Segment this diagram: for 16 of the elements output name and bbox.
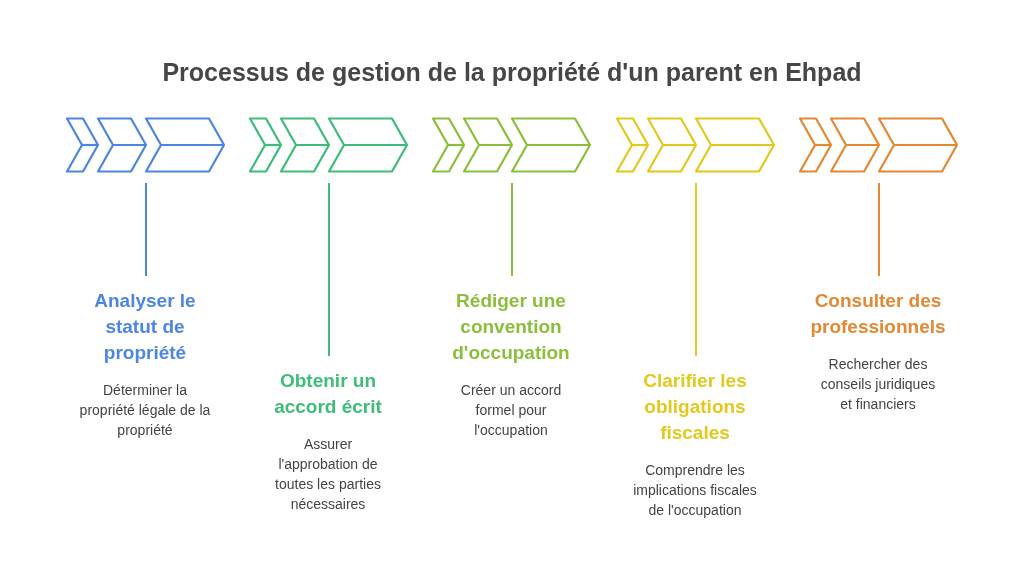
- step-description: Comprendre les implications fiscales de l'occupation: [632, 461, 758, 520]
- step-description: Assurer l'approbation de toutes les parties nécessaires: [274, 435, 382, 514]
- step-heading: Analyser le statut de propriété: [93, 289, 197, 365]
- step-description: Créer un accord formel pour l'occupation: [460, 381, 562, 440]
- connector-line: [145, 182, 147, 277]
- connector-line: [328, 182, 330, 357]
- step-heading: Obtenir un accord écrit: [273, 369, 383, 419]
- connector-line: [511, 182, 513, 277]
- diagram-title: Processus de gestion de la propriété d'un parent en Ehpad: [162, 57, 862, 87]
- step-heading: Consulter des professionnels: [809, 289, 947, 339]
- connector-line: [695, 182, 697, 357]
- step-heading: Clarifier les obligations fiscales: [642, 369, 748, 445]
- step-heading: Rédiger une convention d'occupation: [451, 289, 571, 365]
- step-description: Rechercher des conseils juridiques et financiers: [820, 355, 936, 414]
- connector-line: [878, 182, 880, 277]
- step-description: Déterminer la propriété légale de la propriété: [79, 381, 211, 440]
